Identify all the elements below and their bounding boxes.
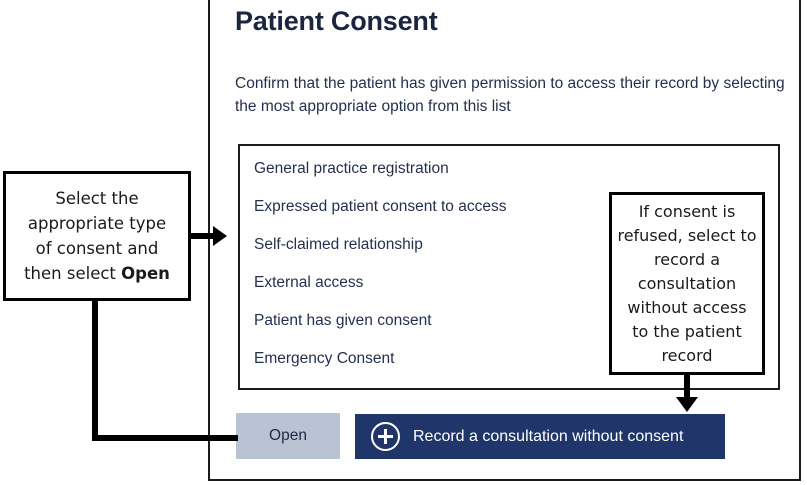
callout-left-line4-prefix: then select bbox=[24, 264, 122, 283]
annotation-callout-right-text: If consent is refused, select to record … bbox=[617, 201, 757, 365]
annotation-connector-open-horizontal bbox=[92, 435, 238, 441]
list-item[interactable]: External access bbox=[254, 274, 364, 291]
annotation-connector-left-line bbox=[190, 233, 217, 239]
callout-left-line4-bold: Open bbox=[121, 264, 170, 283]
list-item[interactable]: Patient has given consent bbox=[254, 312, 432, 329]
annotation-arrowhead-right-icon bbox=[213, 226, 227, 246]
plus-circle-icon bbox=[371, 422, 400, 451]
list-item[interactable]: Emergency Consent bbox=[254, 350, 395, 367]
annotation-connector-right-vertical bbox=[684, 373, 690, 401]
list-item[interactable]: General practice registration bbox=[254, 160, 449, 177]
annotation-callout-left: Select the appropriate type of consent a… bbox=[3, 171, 191, 301]
record-button-label: Record a consultation without consent bbox=[413, 427, 684, 445]
list-item[interactable]: Expressed patient consent to access bbox=[254, 198, 507, 215]
annotation-connector-open-vertical bbox=[92, 298, 98, 441]
panel-description: Confirm that the patient has given permi… bbox=[235, 75, 785, 115]
page-title: Patient Consent bbox=[235, 6, 438, 36]
callout-left-line3: of consent and bbox=[35, 239, 159, 258]
annotation-callout-right: If consent is refused, select to record … bbox=[609, 192, 765, 375]
callout-left-line2: appropriate type bbox=[27, 214, 167, 233]
annotation-arrowhead-down-icon bbox=[676, 397, 698, 412]
list-item[interactable]: Self-claimed relationship bbox=[254, 236, 423, 253]
annotation-callout-left-text: Select the appropriate type of consent a… bbox=[24, 186, 170, 286]
callout-left-line1: Select the bbox=[55, 189, 139, 208]
open-button-label: Open bbox=[269, 427, 307, 444]
open-button[interactable]: Open bbox=[236, 413, 340, 459]
record-consultation-without-consent-button[interactable]: Record a consultation without consent bbox=[355, 414, 725, 459]
